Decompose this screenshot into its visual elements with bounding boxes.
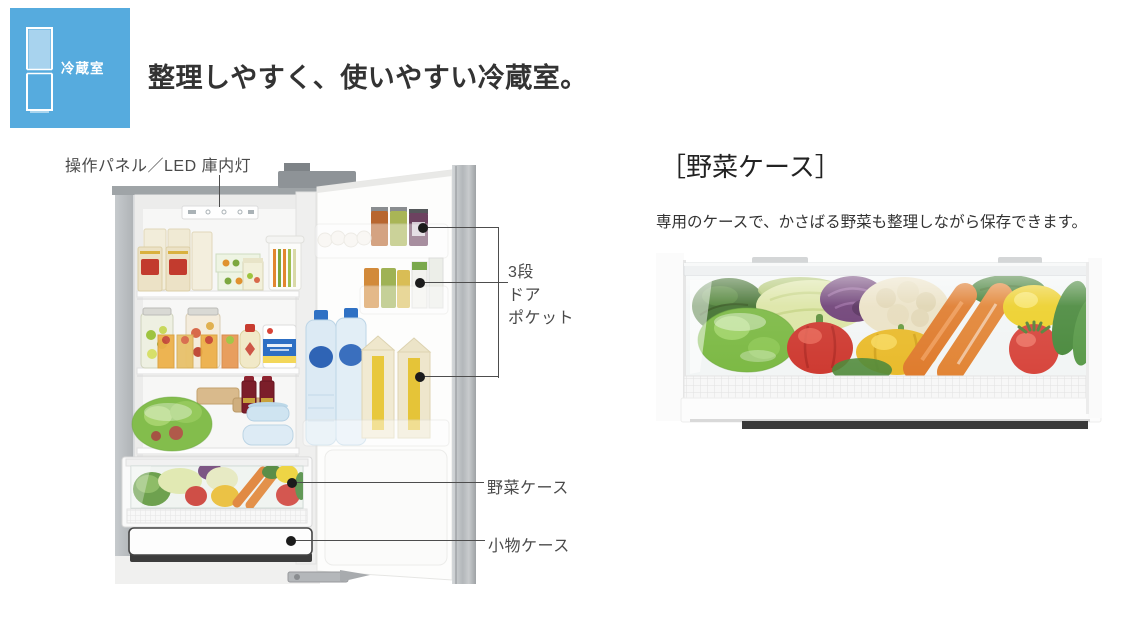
vegetables — [686, 276, 1096, 376]
food-containers — [215, 253, 264, 291]
page-title: 整理しやすく、使いやすい冷蔵室。 — [148, 63, 588, 94]
lower-shelf-items — [131, 376, 294, 452]
category-badge: 冷蔵室 — [10, 8, 130, 128]
pointer-bracket-bottom — [420, 376, 499, 377]
bottom-hinge — [287, 570, 370, 583]
pointer-dot-pocket-bottom — [415, 372, 425, 382]
pointer-line-small-case — [295, 540, 485, 541]
fridge-illustration — [112, 163, 476, 584]
open-door — [302, 165, 476, 584]
pointer-bracket-middle — [420, 282, 508, 283]
pointer-bracket-vertical — [498, 228, 499, 378]
drawer-front — [680, 258, 1102, 429]
pointer-dot-small-case — [286, 536, 296, 546]
small-items-case — [128, 527, 313, 562]
beer-cans — [137, 228, 213, 292]
label-door-pocket-line1: 3段 — [508, 264, 534, 281]
mayonnaise-bottle — [239, 324, 261, 369]
pointer-dot-pocket-top — [418, 223, 428, 233]
pointer-line-veg-case — [296, 482, 484, 483]
label-operation-panel: 操作パネル／LED 庫内灯 — [65, 158, 252, 175]
control-panel — [181, 205, 259, 220]
door-pocket-top — [314, 207, 449, 259]
pointer-dot-veg-case — [287, 478, 297, 488]
label-door-pocket-line3: ポケット — [508, 310, 575, 327]
door-pocket-bottom — [302, 308, 450, 447]
middle-shelf-items — [140, 307, 297, 369]
label-small-case: 小物ケース — [488, 538, 570, 555]
fridge-photo — [100, 158, 485, 590]
veg-case-photo — [655, 250, 1103, 440]
shelves — [136, 290, 300, 457]
category-badge-label: 冷蔵室 — [61, 61, 105, 76]
veg-case-description: 専用のケースで、かさばる野菜も整理しながら保存できます。 — [656, 214, 1088, 231]
door-pocket-middle — [359, 257, 449, 315]
label-door-pocket: 3段 ドア ポケット — [508, 261, 574, 330]
veg-case-illustration — [656, 253, 1102, 429]
mini-vegetables — [131, 466, 303, 508]
label-veg-case: 野菜ケース — [487, 480, 569, 497]
vegetable-case — [121, 456, 313, 528]
yogurt-pack — [262, 324, 297, 369]
blue-bowls — [242, 402, 294, 446]
fruit-glasses — [157, 334, 239, 369]
two-door-refrigerator-icon — [26, 27, 53, 113]
vegetable-stick-canister — [265, 235, 305, 291]
label-door-pocket-line2: ドア — [508, 287, 542, 304]
veg-case-title: ［野菜ケース］ — [660, 153, 841, 182]
top-shelf-items — [137, 228, 305, 292]
pointer-bracket-top — [423, 227, 499, 228]
pointer-line-panel — [219, 175, 220, 207]
lettuce-bag — [131, 396, 213, 452]
pointer-dot-pocket-middle — [415, 278, 425, 288]
